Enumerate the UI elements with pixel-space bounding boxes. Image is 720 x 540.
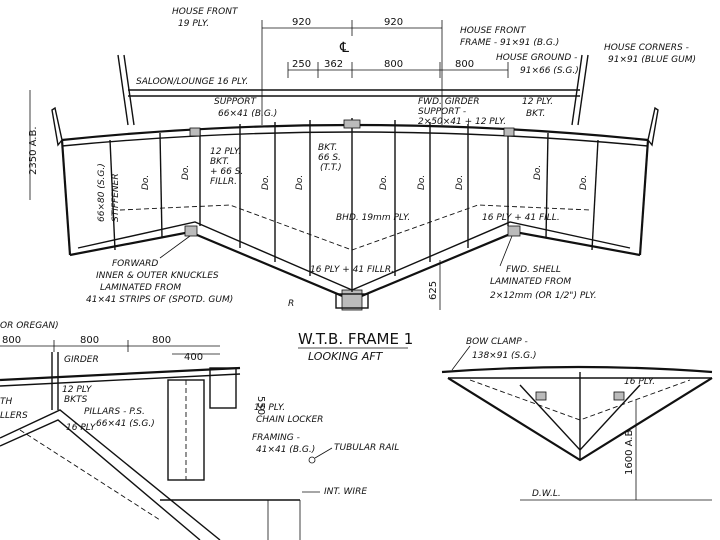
ditto-4: Do. [295,175,305,190]
bow-detail: BOW CLAMP - 138×91 (S.G.) 16 PLY. 1600 A… [441,337,713,501]
label-forward-4: 41×41 STRIPS OF (SPOTD. GUM) [86,295,233,305]
dim-362: 362 [324,59,343,70]
left-vertical-dim: 2350 A.B. 625 [28,90,441,310]
label-forward-3: LAMINATED FROM [100,283,181,293]
dim-800: 800 [384,59,403,70]
ditto-6: Do. [417,175,427,190]
ditto-7: Do. [455,175,465,190]
ditto-5: Do. [379,175,389,190]
dim-250: 250 [292,59,311,70]
label-tubular-rail: TUBULAR RAIL [334,443,399,453]
label-forward-2: INNER & OUTER KNUCKLES [96,271,219,281]
label-int-wire: INT. WIRE [324,487,367,497]
title: W.T.B. FRAME 1 [298,330,413,348]
label-stiffener-2: STIFFENER [111,173,121,222]
top-dimensions: 920 920 ℄ 250 362 800 800 [261,17,509,78]
label-ply-bkt-right: 12 PLY. [522,97,553,107]
label-fwd-girder-3: 2×50×41 + 12 PLY. [418,117,506,127]
ditto-9: Do. [579,175,589,190]
label-fwd-shell: FWD. SHELL [506,265,561,275]
label-ply-bkts-2: BKTS [64,395,88,405]
label-bkt-12c: + 66 S. [210,167,243,177]
label-saloon: SALOON/LOUNGE 16 PLY. [136,77,248,87]
label-bow-clamp-2: 138×91 (S.G.) [472,351,536,361]
subtitle: LOOKING AFT [308,350,384,363]
label-chain-locker-4: 41×41 (B.G.) [256,445,315,455]
label-bkt-12: 12 PLY. [210,147,241,157]
ditto-3: Do. [261,175,271,190]
label-fwd-girder: FWD. GIRDER [418,97,479,107]
label-bkt-c-3: (T.T.) [320,163,342,173]
label-house-front-frame: HOUSE FRONT [460,26,527,36]
dim-800-b: 800 [455,59,474,70]
dim-left-800-b: 800 [80,335,99,346]
label-pillars: PILLARS - P.S. [84,407,145,417]
label-or-oregan: OR OREGAN) [0,321,59,331]
dim-left-800-c: 800 [152,335,171,346]
label-dwl: D.W.L. [532,489,561,499]
label-house-front-frame-2: FRAME - 91×91 (B.G.) [460,38,559,48]
label-bhd: BHD. 19mm PLY. [336,213,410,223]
label-house-front-ply: 19 PLY. [178,19,209,29]
label-fwd-girder-2: SUPPORT - [418,107,466,117]
label-th: TH [0,397,12,407]
label-chain-locker: 16 PLY. [254,403,285,413]
saloon-beam [128,89,580,97]
label-llers: LLERS [0,411,28,421]
dim-left-400: 400 [184,352,203,363]
lower-left-detail: OR OREGAN) 800 800 400 800 GIRDER 12 PLY… [0,321,399,540]
dim-left-800-a: 800 [2,335,21,346]
dim-1600: 1600 A.B. [624,426,635,475]
label-bkt-12d: FILLR. [210,177,237,187]
dim-920-right: 920 [384,17,403,28]
label-support: SUPPORT [214,97,257,107]
main-frame [51,106,659,311]
label-bow-clamp: BOW CLAMP - [466,337,528,347]
ditto-marks: Do. Do. Do. Do. Do. Do. Do. Do. Do. [141,165,589,190]
top-labels: HOUSE FRONT 19 PLY. HOUSE FRONT FRAME - … [97,7,696,275]
label-house-corners-2: 91×91 (BLUE GUM) [608,55,696,65]
label-ply-bkts: 12 PLY [62,385,93,395]
label-stiffener: 66×80 (S.G.) [97,163,107,222]
ditto-2: Do. [181,165,191,180]
label-bkt-12b: BKT. [210,157,229,167]
label-support-2: 66×41 (B.G.) [218,109,277,119]
label-house-ground-2: 91×66 (S.G.) [520,66,579,76]
label-girder: GIRDER [64,355,99,365]
drawing-title: W.T.B. FRAME 1 LOOKING AFT [298,330,413,363]
label-bkt-c: BKT. [318,143,337,153]
signature-mark: R [288,299,294,309]
dim-550: 550 [255,396,266,415]
centerline-symbol: ℄ [339,40,349,56]
label-fwd-shell-2: LAMINATED FROM [490,277,571,287]
label-chain-locker-3: FRAMING - [252,433,300,443]
hull-labels: FORWARD INNER & OUTER KNUCKLES LAMINATED… [86,235,597,309]
label-chain-locker-2: CHAIN LOCKER [256,415,323,425]
dim-920-left: 920 [292,17,311,28]
label-forward: FORWARD [112,259,158,269]
label-pillars-2: 66×41 (S.G.) [96,419,155,429]
label-house-front: HOUSE FRONT [172,7,239,17]
label-ply-bkt-right-2: BKT. [526,109,545,119]
label-filler-center: 16 PLY + 41 FILLR. [310,265,394,275]
dim-2350: 2350 A.B. [28,126,39,175]
label-bkt-c-2: 66 S. [318,153,341,163]
label-fill-right: 16 PLY + 41 FILL. [482,213,560,223]
label-house-ground: HOUSE GROUND - [496,53,577,63]
label-ply16-bow: 16 PLY. [624,377,655,387]
label-fwd-shell-3: 2×12mm (OR 1/2") PLY. [490,291,597,301]
ditto-8: Do. [533,165,543,180]
label-house-corners: HOUSE CORNERS - [604,43,689,53]
ditto-1: Do. [141,175,151,190]
dim-625: 625 [428,281,439,300]
